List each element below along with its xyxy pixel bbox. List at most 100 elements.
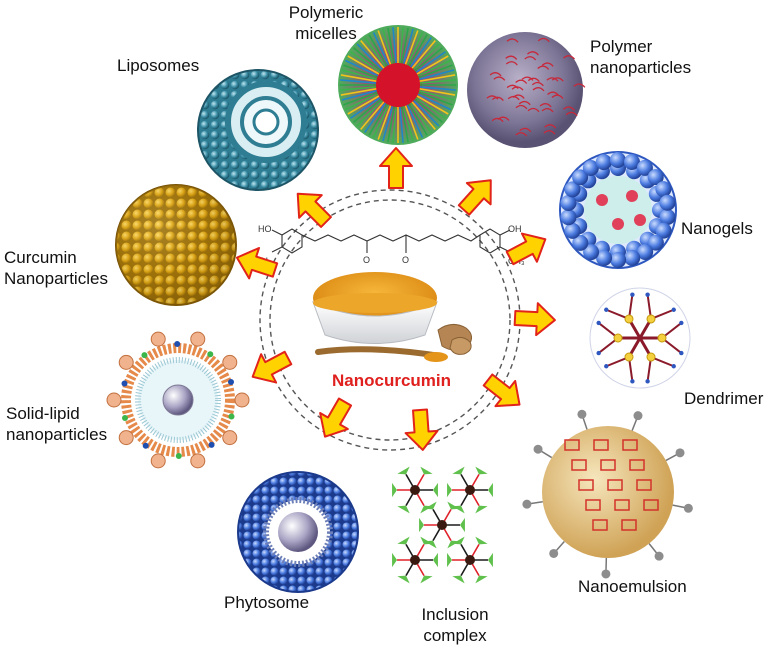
cyclodextrin-cone xyxy=(475,505,488,514)
emulsion-droplet xyxy=(578,479,594,491)
dendrimer-drug xyxy=(624,314,634,324)
lipid-blob xyxy=(222,354,238,370)
dendrimer-drug xyxy=(613,333,623,343)
arrow-liposomes xyxy=(296,192,332,228)
micelle-strand xyxy=(412,99,440,127)
micelle-strand xyxy=(345,93,379,111)
micelle-strand xyxy=(364,102,387,133)
surface-marker xyxy=(121,380,128,387)
micelle-strand xyxy=(404,30,419,65)
lipid-blob xyxy=(234,392,250,408)
complex-core xyxy=(437,520,447,530)
lipid-blob xyxy=(150,331,166,347)
label-polymer-nanoparticles: Polymer nanoparticles xyxy=(590,36,691,78)
cyclodextrin-cone xyxy=(460,517,465,533)
emulsion-droplet xyxy=(643,499,659,511)
micelle-strand xyxy=(419,89,455,101)
micelle-strand xyxy=(399,27,404,64)
arrow-solid-lipid xyxy=(251,350,293,384)
arrow-curcumin-nanoparticles xyxy=(235,246,279,280)
polymer-thread xyxy=(539,103,552,108)
micelle-strand xyxy=(350,96,381,119)
micelle-strand xyxy=(387,27,395,64)
emulsion-droplet xyxy=(592,519,608,531)
micelle-strand xyxy=(418,91,453,106)
polymer-thread xyxy=(515,79,528,84)
dendrimer-end xyxy=(645,292,650,297)
surfactant-head xyxy=(654,551,664,561)
dendrimer-end xyxy=(604,364,609,369)
micelle-strand xyxy=(417,59,451,77)
micelle-strand xyxy=(402,106,414,142)
cyclodextrin-cone xyxy=(475,575,488,584)
emulsion-droplet xyxy=(607,479,623,491)
dendrimer-end xyxy=(671,364,676,369)
polymer-thread xyxy=(486,95,499,100)
label-line: Liposomes xyxy=(117,56,200,75)
nanogel-bead xyxy=(560,209,577,226)
micelle-strand xyxy=(360,101,385,130)
cyclodextrin-cone xyxy=(452,466,465,475)
dendrimer-end xyxy=(604,307,609,312)
micelle-strand xyxy=(415,51,446,74)
nanogel-bead xyxy=(623,153,640,170)
micelle-strand xyxy=(415,96,446,119)
polymer-thread xyxy=(531,81,544,87)
dendrimer-end xyxy=(596,320,601,326)
dendrimer-illustration xyxy=(589,287,691,389)
surfactant-head xyxy=(675,448,685,458)
nanogel-bead xyxy=(582,160,599,177)
surfactant-head xyxy=(683,503,693,513)
micelle-strand xyxy=(340,74,377,82)
nanogel-bead xyxy=(572,234,589,251)
polymer-thread xyxy=(497,116,510,121)
micelle-strand xyxy=(350,51,381,74)
micelle-strand xyxy=(402,28,414,64)
micelle-strand xyxy=(392,106,397,143)
cyclodextrin-cone xyxy=(433,482,438,498)
nanogel-bead xyxy=(596,250,613,267)
polymeric-micelle-illustration xyxy=(338,25,458,145)
polymer-thread xyxy=(493,76,506,81)
nanogel-bead xyxy=(560,195,577,212)
surface-marker xyxy=(228,413,235,420)
label-line: Nanoparticles xyxy=(4,269,108,288)
cyclodextrin-cone xyxy=(397,466,410,475)
micelle-strand xyxy=(419,69,455,81)
emulsion-droplet xyxy=(600,459,616,471)
micelle-strand xyxy=(408,34,428,67)
cyclodextrin-cone xyxy=(420,575,433,584)
micelle-strand xyxy=(416,55,449,75)
nanogel-bead xyxy=(583,244,600,261)
polymer-thread xyxy=(537,37,550,43)
nanogel-bead xyxy=(564,222,581,239)
polymer-thread xyxy=(563,55,576,60)
micelle-strand xyxy=(419,86,456,91)
polymer-thread xyxy=(506,38,519,43)
cyclodextrin-cone xyxy=(447,552,452,568)
cyclodextrin-cone xyxy=(433,552,438,568)
polymer-thread xyxy=(515,104,528,110)
nanogel-bead xyxy=(647,169,664,186)
arrow-polymeric-micelles xyxy=(379,147,413,189)
turmeric-bowl xyxy=(312,272,472,362)
emulsion-droplet xyxy=(614,499,630,511)
polymer-thread xyxy=(537,65,550,70)
polymer-thread xyxy=(563,106,575,111)
micelle-strand xyxy=(406,104,424,138)
dendrimer-end xyxy=(596,350,601,356)
label-line: Nanogels xyxy=(681,219,753,238)
cyclodextrin-cone xyxy=(447,540,460,549)
nanogel-bead xyxy=(636,159,653,176)
nanogel-bead xyxy=(595,154,612,171)
arrow-nanogels xyxy=(505,232,547,266)
surface-marker xyxy=(175,452,182,459)
surface-marker xyxy=(207,351,214,358)
label-line: nanoparticles xyxy=(6,425,108,444)
cyclodextrin-cone xyxy=(447,501,460,510)
micelle-strand xyxy=(414,98,443,123)
label-nanoemulsion: Nanoemulsion xyxy=(578,576,687,597)
micelle-strand xyxy=(406,32,424,66)
polymer-thread xyxy=(505,55,518,60)
